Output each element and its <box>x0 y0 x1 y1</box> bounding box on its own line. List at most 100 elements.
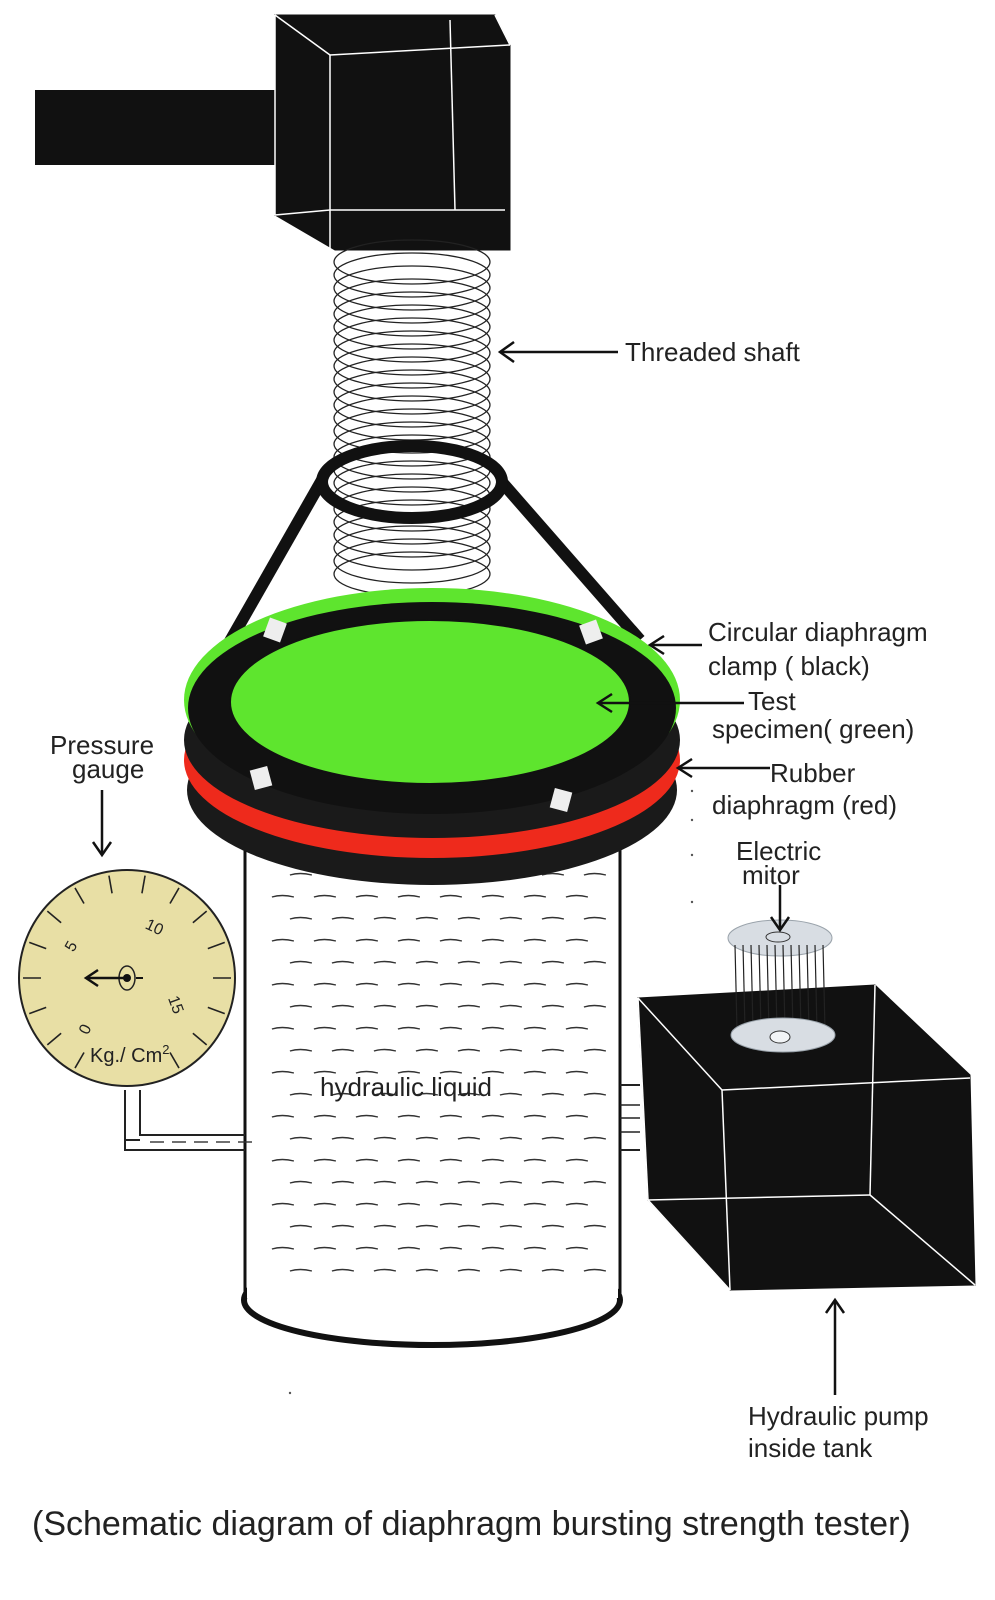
liquid-stroke <box>481 1070 505 1074</box>
gauge-tick <box>207 1006 226 1015</box>
liquid-stroke <box>583 1180 607 1184</box>
liquid-stroke <box>541 960 565 964</box>
liquid-stroke <box>523 1246 547 1250</box>
liquid-stroke <box>373 1180 397 1184</box>
liquid-stroke <box>415 960 439 964</box>
liquid-stroke <box>289 960 313 964</box>
electric-motor <box>727 919 836 1053</box>
gauge-tick <box>74 1052 85 1069</box>
liquid-stroke <box>439 1202 463 1206</box>
shaft-coil <box>333 252 491 298</box>
liquid-stroke <box>373 1048 397 1052</box>
gauge-unit: Kg./ Cm2 <box>90 1042 169 1067</box>
liquid-stroke <box>523 894 547 898</box>
shaft-coil <box>333 525 491 571</box>
liquid-stroke <box>499 1092 523 1096</box>
liquid-stroke <box>271 1070 295 1074</box>
liquid-stroke <box>541 916 565 920</box>
liquid-stroke <box>583 1048 607 1052</box>
shaft-coil <box>333 330 491 376</box>
liquid-stroke <box>271 982 295 986</box>
liquid-stroke <box>481 1026 505 1030</box>
drive-housing <box>35 14 511 251</box>
threaded-shaft <box>333 239 491 597</box>
label-specimen-line2: specimen( green) <box>712 714 914 744</box>
liquid-stroke <box>481 894 505 898</box>
liquid-stroke <box>331 916 355 920</box>
liquid-stroke <box>499 1224 523 1228</box>
liquid-stroke <box>457 1136 481 1140</box>
label-clamp-line1: Circular diaphragm <box>708 617 928 647</box>
liquid-stroke <box>457 1268 481 1272</box>
liquid-stroke <box>583 1092 607 1096</box>
shaft-coil <box>333 395 491 441</box>
liquid-stroke <box>355 938 379 942</box>
liquid-stroke <box>355 982 379 986</box>
liquid-stroke <box>457 1092 481 1096</box>
liquid-stroke <box>397 1070 421 1074</box>
liquid-stroke <box>439 894 463 898</box>
stray-marks <box>288 789 694 1395</box>
liquid-stroke <box>331 1180 355 1184</box>
liquid-stroke <box>439 1070 463 1074</box>
liquid-stroke <box>457 1048 481 1052</box>
liquid-stroke <box>373 916 397 920</box>
liquid-stroke <box>439 1026 463 1030</box>
liquid-stroke <box>289 1268 313 1272</box>
liquid-stroke <box>271 1114 295 1118</box>
liquid-stroke <box>271 1202 295 1206</box>
liquid-stroke <box>313 1114 337 1118</box>
liquid-stroke <box>457 960 481 964</box>
liquid-stroke <box>457 1224 481 1228</box>
liquid-stroke <box>289 872 313 876</box>
liquid-stroke <box>355 1202 379 1206</box>
liquid-stroke <box>499 1004 523 1008</box>
liquid-stroke <box>271 1158 295 1162</box>
liquid-stroke <box>313 1158 337 1162</box>
liquid-stroke <box>565 1070 589 1074</box>
liquid-stroke <box>457 1004 481 1008</box>
liquid-stroke <box>583 1004 607 1008</box>
liquid-stroke <box>583 960 607 964</box>
liquid-stroke <box>373 960 397 964</box>
liquid-stroke <box>397 938 421 942</box>
liquid-stroke <box>373 1004 397 1008</box>
liquid-stroke <box>499 960 523 964</box>
liquid-stroke <box>313 1026 337 1030</box>
gauge-tick <box>28 941 47 950</box>
liquid-stroke <box>499 1048 523 1052</box>
shaft-coil <box>333 304 491 350</box>
liquid-stroke <box>289 1004 313 1008</box>
liquid-stroke <box>457 916 481 920</box>
liquid-stroke <box>397 982 421 986</box>
motor-rod <box>734 944 738 1031</box>
label-motor-line2: mitor <box>742 860 800 890</box>
label-arrows <box>91 340 846 1395</box>
liquid-stroke <box>313 894 337 898</box>
gauge-tick <box>141 875 146 894</box>
liquid-stroke <box>271 1026 295 1030</box>
liquid-stroke <box>415 1092 439 1096</box>
gauge-tick <box>169 1052 180 1069</box>
liquid-stroke <box>289 1048 313 1052</box>
liquid-stroke <box>313 938 337 942</box>
liquid-stroke <box>565 938 589 942</box>
liquid-stroke <box>523 982 547 986</box>
shaft-coil <box>333 499 491 545</box>
liquid-stroke <box>397 1026 421 1030</box>
label-clamp-line2: clamp ( black) <box>708 651 870 681</box>
liquid-stroke <box>541 1004 565 1008</box>
motor-rod <box>742 944 746 1031</box>
liquid-stroke <box>397 1246 421 1250</box>
shaft-coil <box>333 369 491 415</box>
liquid-stroke <box>481 1114 505 1118</box>
liquid-stroke <box>565 982 589 986</box>
shaft-coil <box>333 343 491 389</box>
gauge-tick <box>108 875 113 894</box>
hydraulic-liquid-strokes <box>150 872 607 1272</box>
liquid-stroke <box>289 1092 313 1096</box>
liquid-stroke <box>541 1136 565 1140</box>
liquid-stroke <box>355 1246 379 1250</box>
